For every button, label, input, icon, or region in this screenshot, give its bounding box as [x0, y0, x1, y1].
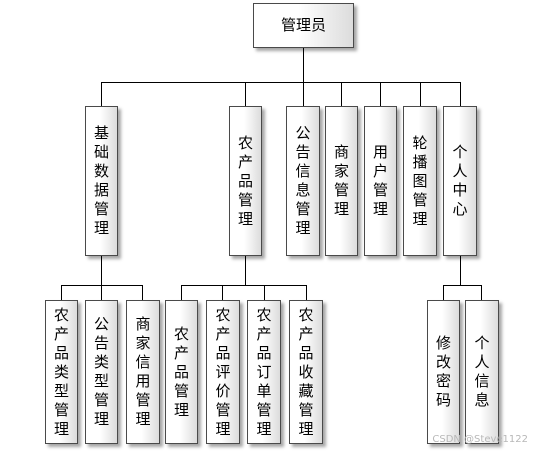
node-product-item-management: 农产品管理 — [165, 300, 198, 444]
connector — [142, 285, 143, 300]
node-product-favorite-management: 农产品收藏管理 — [289, 300, 323, 444]
connector — [264, 285, 265, 300]
connector — [101, 256, 102, 285]
node-label: 农产品评价管理 — [215, 305, 231, 438]
node-label: 商家信用管理 — [135, 315, 151, 428]
connector — [245, 82, 246, 106]
node-label: 农产品管理 — [237, 133, 253, 228]
node-label: 农产品类型管理 — [53, 305, 69, 438]
node-label: 农产品管理 — [173, 324, 189, 419]
node-label: 修改密码 — [435, 334, 451, 409]
node-change-password: 修改密码 — [427, 300, 460, 444]
watermark: CSDN @Steve1122 — [432, 434, 528, 445]
connector — [101, 82, 102, 106]
node-product-management: 农产品管理 — [229, 106, 262, 256]
node-carousel-management: 轮播图管理 — [403, 106, 437, 256]
connector — [181, 285, 306, 286]
node-label: 商家管理 — [333, 143, 349, 218]
node-product-review-management: 农产品评价管理 — [206, 300, 240, 444]
node-notice-type-management: 公告类型管理 — [85, 300, 118, 444]
node-label: 个人中心 — [452, 143, 468, 218]
connector — [420, 82, 421, 106]
node-personal-info: 个人信息 — [465, 300, 499, 444]
connector — [61, 285, 62, 300]
connector — [460, 82, 461, 106]
node-product-type-management: 农产品类型管理 — [45, 300, 78, 444]
node-label: 管理员 — [280, 16, 326, 34]
connector — [380, 82, 381, 106]
node-label: 农产品收藏管理 — [298, 305, 314, 438]
connector — [303, 48, 304, 82]
connector — [303, 82, 304, 106]
node-product-order-management: 农产品订单管理 — [247, 300, 281, 444]
connector — [443, 285, 481, 286]
node-label: 公告信息管理 — [295, 124, 311, 237]
connector — [481, 285, 482, 300]
node-label: 农产品订单管理 — [256, 305, 272, 438]
node-label: 轮播图管理 — [412, 133, 428, 228]
connector — [460, 256, 461, 285]
node-label: 用户管理 — [372, 143, 388, 218]
connector — [443, 285, 444, 300]
node-label: 公告类型管理 — [93, 315, 109, 428]
connector — [306, 285, 307, 300]
connector — [181, 285, 182, 300]
node-merchant-management: 商家管理 — [325, 106, 358, 256]
node-basic-data-management: 基础数据管理 — [85, 106, 118, 256]
connector — [101, 82, 461, 83]
node-label: 基础数据管理 — [93, 124, 109, 237]
node-root: 管理员 — [253, 3, 354, 48]
connector — [101, 285, 102, 300]
connector — [222, 285, 223, 300]
node-merchant-credit-management: 商家信用管理 — [126, 300, 160, 444]
node-personal-center: 个人中心 — [443, 106, 477, 256]
connector — [245, 256, 246, 285]
node-label: 个人信息 — [474, 334, 490, 409]
node-notice-management: 公告信息管理 — [286, 106, 320, 256]
node-user-management: 用户管理 — [364, 106, 397, 256]
connector — [341, 82, 342, 106]
